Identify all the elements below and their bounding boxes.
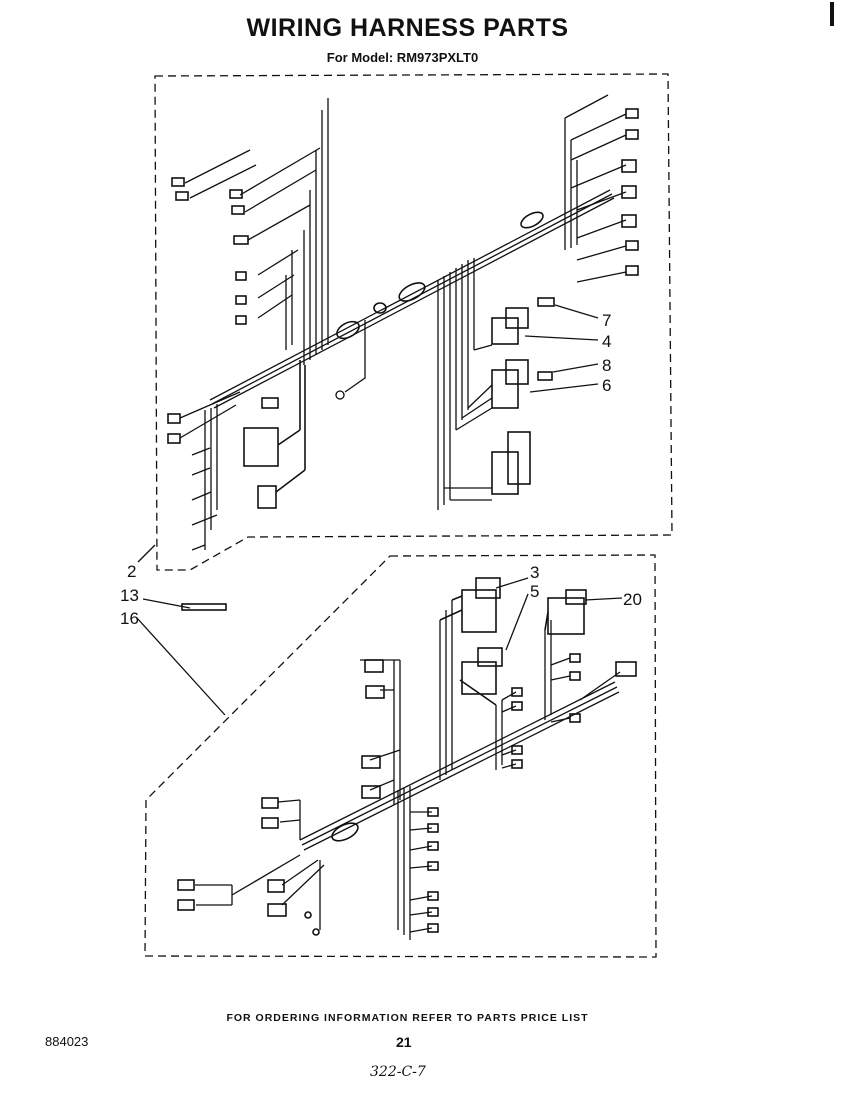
lower-sleeve — [331, 822, 359, 842]
callout-2: 2 — [127, 562, 137, 581]
callout-7: 7 — [602, 311, 612, 330]
right-connector-blocks — [491, 297, 555, 495]
callout-4: 4 — [602, 332, 612, 351]
upper-left-connectors — [171, 177, 249, 325]
page-number: 21 — [396, 1034, 412, 1050]
upper-harness-boundary — [154, 73, 673, 571]
upper-vertical-wires — [303, 98, 329, 365]
cable-tie — [181, 603, 227, 611]
trunk-sleeves — [336, 211, 544, 340]
page-title: WIRING HARNESS PARTS — [246, 14, 569, 42]
model-subtitle: For Model: RM973PXLT0 — [326, 50, 479, 65]
document-number: 884023 — [45, 1034, 89, 1049]
upper-right-connectors — [621, 108, 639, 276]
callout-8: 8 — [602, 356, 612, 375]
center-drop-wires — [437, 258, 493, 510]
switch-block-left — [243, 360, 306, 509]
lower-main-trunk — [299, 681, 620, 851]
callout-5: 5 — [530, 582, 540, 601]
callout-20: 20 — [623, 590, 642, 609]
handwritten-note: 322-C-7 — [370, 1064, 426, 1080]
upper-left-leads — [184, 147, 321, 350]
lower-switch-blocks — [439, 577, 587, 706]
callout-leaders — [136, 304, 623, 716]
upper-right-leads — [564, 94, 627, 283]
callout-13: 13 — [120, 586, 139, 605]
upper-left-lower-leads — [179, 391, 241, 551]
callout-6: 6 — [602, 376, 612, 395]
callout-16: 16 — [120, 609, 139, 628]
lower-leads — [195, 657, 621, 933]
callout-3: 3 — [530, 563, 540, 582]
ground-lead — [344, 320, 366, 393]
scan-mark — [830, 2, 834, 26]
lower-vertical-wires — [393, 600, 552, 940]
upper-left-lower-connectors — [167, 397, 279, 444]
lower-harness-boundary — [144, 554, 657, 958]
ordering-note: FOR ORDERING INFORMATION REFER TO PARTS … — [226, 1012, 589, 1024]
lower-connectors — [177, 653, 637, 936]
